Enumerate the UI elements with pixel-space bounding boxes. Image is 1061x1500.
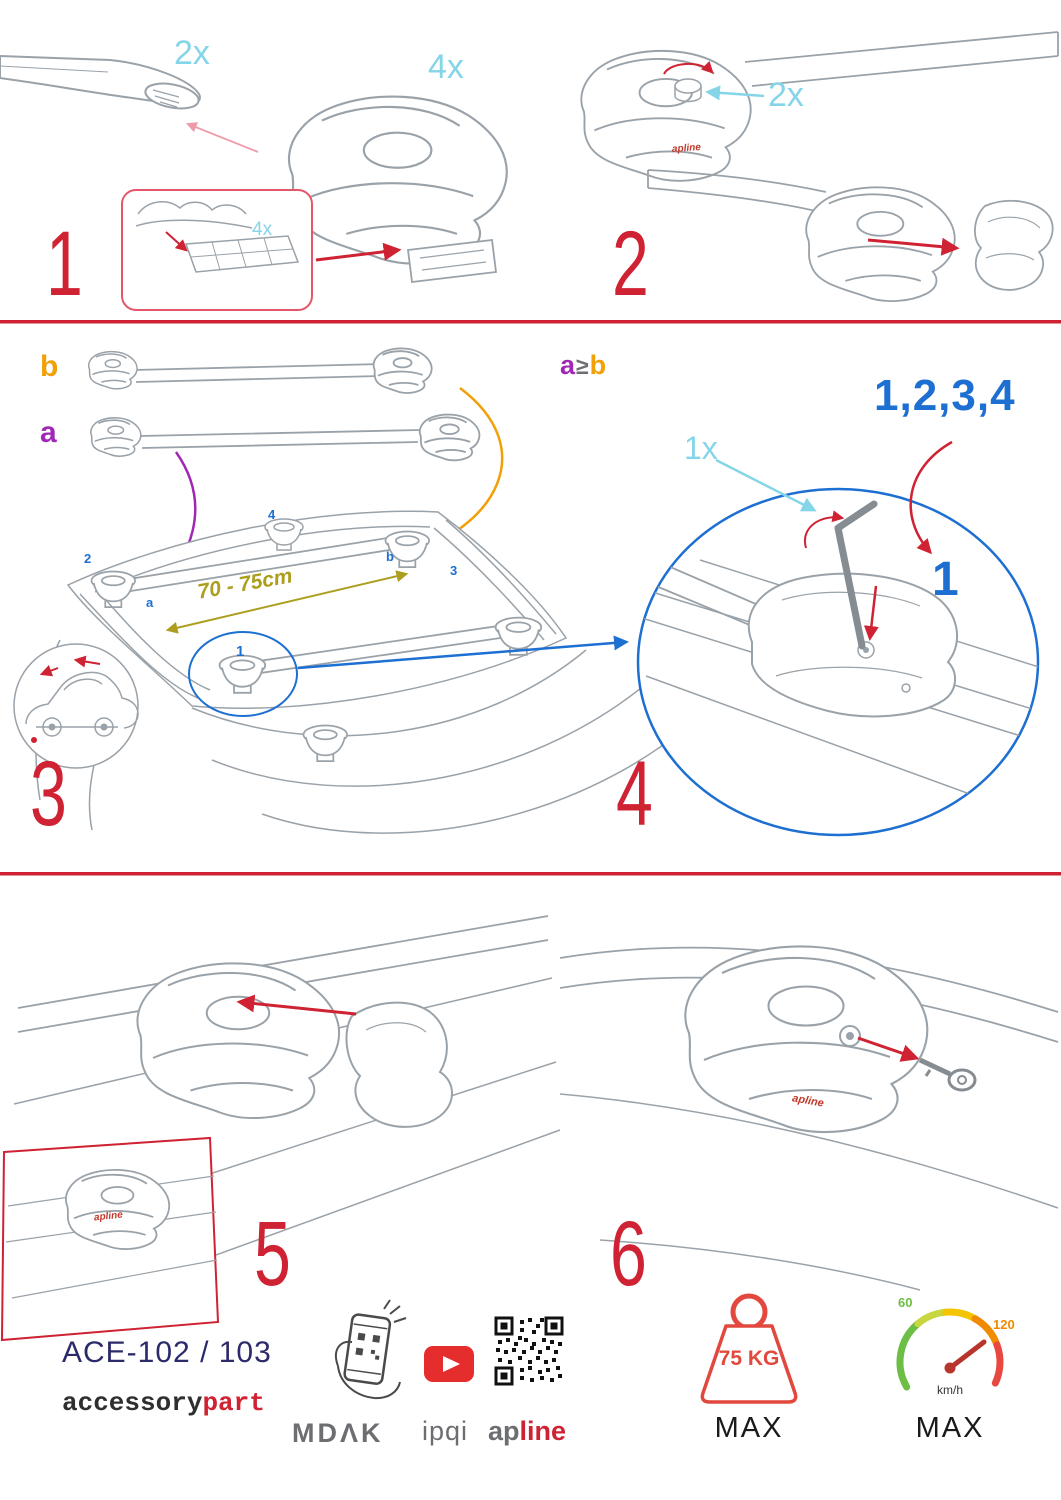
tightening-sequence-label: 1,2,3,4 (874, 371, 1016, 420)
qr-code (494, 1316, 564, 1386)
step-1-number: 1 (46, 213, 83, 315)
speed-120-label: 120 (993, 1317, 1015, 1332)
foot-brand-label: apline (671, 142, 702, 155)
step-3-number: 3 (30, 743, 67, 845)
endcap-pointer-arrow (185, 122, 259, 153)
step-6-number: 6 (610, 1203, 647, 1305)
speed-unit-label: km/h (936, 1383, 963, 1397)
rule-b: b (589, 350, 607, 380)
bar-a-label: a (40, 416, 57, 449)
length-rule-label: a≥b (560, 352, 606, 379)
step-4-number: 4 (616, 743, 653, 845)
car-roof-top-view (35, 510, 717, 834)
rule-a: a (560, 350, 576, 380)
weight-limit-icon (700, 1293, 798, 1404)
bar-b-label: b (40, 350, 59, 383)
step-5-number: 5 (254, 1203, 291, 1305)
roof-direction-arrow-2 (39, 665, 59, 677)
qty-key-arrow-step2 (705, 85, 765, 101)
phone-qr-icon (334, 1299, 407, 1400)
brand-name-part2: part (202, 1388, 265, 1418)
foot-lock-drawing-step2 (580, 31, 1059, 182)
model-number: ACE-102 / 103 (62, 1336, 272, 1369)
bar-endcap-drawing (0, 54, 201, 110)
qty-allen-key-label: 1x (684, 430, 718, 466)
youtube-icon (424, 1346, 474, 1382)
roof-marker-4: 4 (268, 507, 276, 522)
pad-insert-arrow (165, 231, 188, 252)
cover-arrow-step2 (867, 237, 960, 256)
key-rotate-arrow-step2 (663, 60, 714, 75)
qty-allen-arrow (715, 458, 817, 512)
tighten-first-label: 1 (932, 553, 959, 606)
max-speed-label: MAX (915, 1412, 985, 1444)
apline-part1: ap (488, 1416, 520, 1446)
key-icon (918, 1057, 977, 1092)
speedometer-needle (947, 1339, 987, 1371)
detail-callout-circle (636, 487, 1040, 837)
foot-key-drawing-step6 (559, 945, 1059, 1291)
cover-slide-arrow-step5 (236, 994, 357, 1016)
front-point-dot (31, 737, 37, 743)
max-weight-label: MAX (714, 1412, 784, 1444)
apline-logo-text: apline (488, 1418, 566, 1445)
qty-endcaps-label: 2x (174, 34, 210, 72)
speed-60-label: 60 (898, 1295, 913, 1310)
roof-marker-a: a (146, 595, 154, 610)
crossbar-a-drawing (90, 413, 481, 462)
qty-keys-label: 2x (768, 76, 804, 114)
detail-inset-step5 (0, 1136, 220, 1342)
allen-key-icon (834, 500, 878, 650)
roof-marker-b: b (386, 549, 394, 564)
foot-drawing-step1 (287, 95, 508, 283)
inset-to-foot-arrow (315, 242, 402, 262)
brand-name: accessorypart (62, 1390, 265, 1416)
roof-marker-3: 3 (450, 563, 458, 578)
bar-assembly-drawing-step2 (647, 169, 1054, 303)
rule-operator: ≥ (576, 353, 589, 379)
qty-feet-label: 4x (428, 48, 464, 86)
section-divider-2 (0, 872, 1061, 876)
pad-inset-box (121, 189, 313, 311)
section-divider-1 (0, 320, 1061, 324)
brand-name-part1: accessory (62, 1388, 203, 1418)
roof-marker-2: 2 (84, 551, 92, 566)
mdak-logo-text: MDΛK (292, 1418, 384, 1448)
car-side-view-inset (13, 643, 139, 769)
apline-part2: line (519, 1416, 567, 1446)
foot-cover-drawing-step5 (13, 915, 561, 1309)
bar-spacing-arrow (165, 570, 409, 634)
key-down-arrow-step4 (863, 585, 879, 641)
roof-marker-1: 1 (236, 643, 245, 660)
crossbar-b-drawing (87, 347, 433, 394)
callout-link-arrow (297, 635, 629, 670)
lock-to-key-arrow-step6 (857, 1036, 920, 1062)
roof-direction-arrow-1 (73, 655, 101, 668)
sequence-first-arrow (909, 440, 953, 555)
key-rotate-arrow-step4 (803, 510, 845, 549)
speedometer-icon (896, 1308, 1004, 1391)
qty-pads-label: 4x (252, 219, 273, 240)
step-2-number: 2 (612, 213, 649, 315)
max-weight-value: 75 KG (718, 1347, 780, 1370)
ipqi-logo-text: ipqi (422, 1416, 469, 1446)
